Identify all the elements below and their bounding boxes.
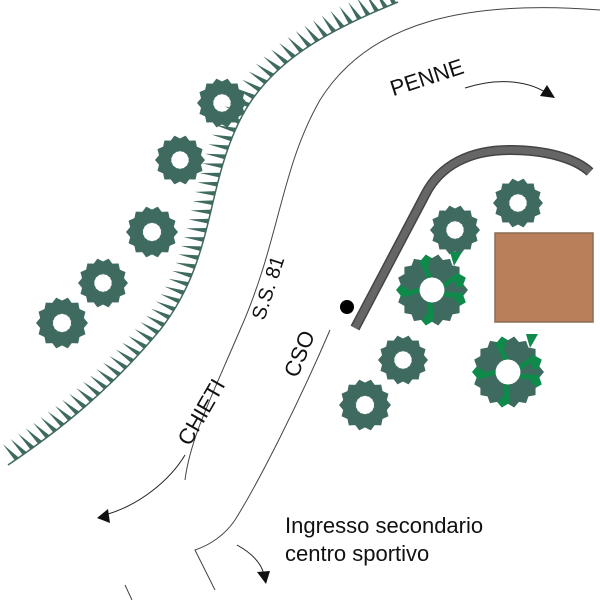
hedge-spike xyxy=(109,356,128,370)
hedge-spike xyxy=(160,294,181,304)
hedge-spike xyxy=(295,30,312,48)
hedge-spike xyxy=(18,433,35,450)
hedge-spike xyxy=(321,15,337,33)
hedge-spike xyxy=(358,0,371,16)
hedge-spike xyxy=(211,134,233,142)
hedge-spike xyxy=(128,335,148,349)
hedge-spike xyxy=(103,362,122,377)
hedge-spike xyxy=(10,438,27,455)
hedge-spike xyxy=(330,10,345,29)
hedge-spike xyxy=(271,49,289,65)
hedge-spike xyxy=(192,200,214,205)
hedge-spike xyxy=(248,71,268,85)
road-edge-corner xyxy=(124,584,133,600)
label-entrance-line2: centro sportivo xyxy=(285,541,430,566)
tree-icon xyxy=(396,252,468,326)
hedge-spike xyxy=(208,144,230,151)
hedge-spike xyxy=(2,444,19,461)
hedge-spike xyxy=(171,270,193,278)
hedge-spike xyxy=(115,349,135,363)
hedge-spike xyxy=(348,1,362,20)
hedge-spike xyxy=(202,163,224,169)
hedge-spike xyxy=(279,42,296,59)
arrow-icon xyxy=(236,544,265,576)
hedge-spike xyxy=(304,25,320,43)
road-edge-lower xyxy=(194,329,331,591)
tree-icon xyxy=(339,379,391,431)
tree-icon xyxy=(197,78,247,128)
arrow-head-penne xyxy=(540,85,555,98)
hedge-spike xyxy=(188,218,210,224)
tree-icon xyxy=(155,135,205,185)
hedge-spike xyxy=(62,399,80,415)
hedge-spike xyxy=(89,375,108,390)
hedge-spike xyxy=(164,286,185,295)
hedge-spike xyxy=(185,228,207,233)
hedge-spike xyxy=(82,381,101,396)
hedge-spike xyxy=(241,79,262,92)
hedge-spike xyxy=(140,322,160,335)
hedge-spike xyxy=(76,387,94,403)
hedge-spike xyxy=(47,411,65,427)
hedge-spike xyxy=(215,125,237,133)
arrow-icon xyxy=(464,81,546,93)
hedge-spike xyxy=(145,315,166,328)
building-icon xyxy=(494,232,594,323)
hedge-spike xyxy=(96,369,115,383)
hedge-spike xyxy=(194,191,216,196)
hedge-spike xyxy=(168,278,189,287)
hedge-spike xyxy=(134,329,154,342)
arrow-head-entrance xyxy=(257,571,270,584)
hedge-spike xyxy=(175,262,196,269)
hedge-spike xyxy=(312,20,328,38)
hedge-spike xyxy=(339,6,354,24)
hedge-spike xyxy=(55,405,72,421)
hedge-spike xyxy=(287,36,304,53)
arrow-icon xyxy=(104,454,186,516)
hedge-spike xyxy=(178,254,199,260)
tree-icon xyxy=(36,297,88,349)
hedge-spike xyxy=(390,0,397,5)
hedge-spike xyxy=(190,209,212,215)
hedge-spike xyxy=(197,181,218,187)
hedge-spike xyxy=(263,56,282,71)
hedge-spike xyxy=(155,301,176,312)
tree-icon xyxy=(378,335,428,385)
hedge-spike xyxy=(25,428,43,444)
tree-icon xyxy=(126,206,178,258)
hedge-spike xyxy=(180,245,202,251)
arrow-head-chieti xyxy=(97,509,110,523)
hedge-spike xyxy=(40,417,58,433)
label-entrance-line1: Ingresso secondario xyxy=(285,513,484,538)
tree-icon xyxy=(78,258,128,308)
hedge-spike xyxy=(205,153,226,160)
hedge-spike xyxy=(255,63,275,78)
hedge-spike xyxy=(33,422,50,439)
hedge-spike xyxy=(183,237,205,242)
hedge-spike xyxy=(122,342,141,356)
tree-icon xyxy=(493,178,543,228)
hedge-spike xyxy=(69,393,87,409)
road-edge xyxy=(184,7,600,481)
location-dot-icon xyxy=(340,300,354,314)
hedge-spike xyxy=(368,0,380,12)
tree-icon xyxy=(430,205,480,255)
hedge-spike xyxy=(199,172,221,178)
hedge-spike xyxy=(379,0,388,9)
tree-icon xyxy=(472,334,544,408)
hedge-spike xyxy=(150,308,171,320)
